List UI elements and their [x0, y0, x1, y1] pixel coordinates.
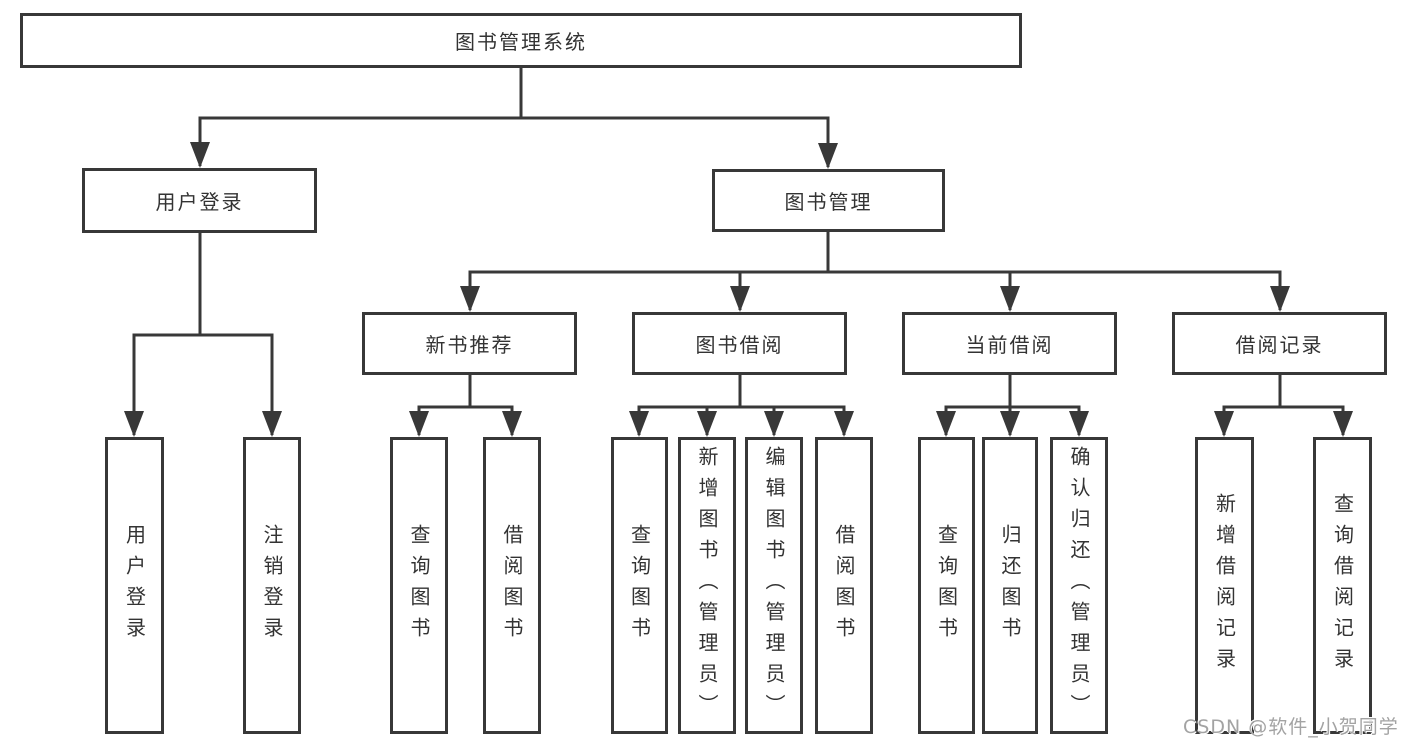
node-root-system: 图书管理系统 — [20, 13, 1022, 68]
node-book-borrow: 图书借阅 — [632, 312, 847, 375]
leaf-query-book-borrow: 查询图书 — [611, 437, 668, 734]
leaf-confirm-return-admin: 确认归还（管理员） — [1050, 437, 1108, 734]
node-current-borrow: 当前借阅 — [902, 312, 1117, 375]
leaf-query-book-current: 查询图书 — [918, 437, 975, 734]
leaf-query-book-recommend: 查询图书 — [390, 437, 448, 734]
leaf-return-book: 归还图书 — [982, 437, 1038, 734]
leaf-user-login: 用户登录 — [105, 437, 164, 734]
leaf-logout: 注销登录 — [243, 437, 301, 734]
node-borrow-records: 借阅记录 — [1172, 312, 1387, 375]
leaf-add-borrow-record: 新增借阅记录 — [1195, 437, 1254, 734]
leaf-add-book-admin: 新增图书（管理员） — [678, 437, 736, 734]
leaf-borrow-book: 借阅图书 — [815, 437, 873, 734]
leaf-edit-book-admin: 编辑图书（管理员） — [745, 437, 803, 734]
leaf-borrow-book-recommend: 借阅图书 — [483, 437, 541, 734]
leaf-query-borrow-record: 查询借阅记录 — [1313, 437, 1372, 734]
node-user-login: 用户登录 — [82, 168, 317, 233]
csdn-watermark: CSDN @软件_小贺同学 — [1183, 716, 1399, 738]
node-book-management: 图书管理 — [712, 169, 945, 232]
node-new-book-recommend: 新书推荐 — [362, 312, 577, 375]
